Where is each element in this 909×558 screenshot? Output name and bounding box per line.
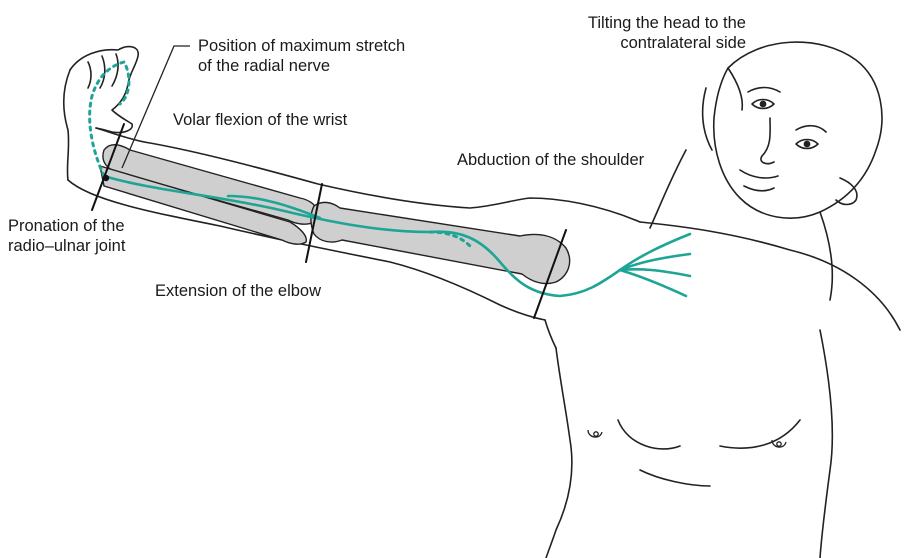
label-max-stretch: Position of maximum stretch of the radia… [198,36,405,76]
humerus-bone [311,202,570,283]
label-volar-flexion: Volar flexion of the wrist [173,110,347,130]
pivot-dot [103,175,109,181]
label-tilt-head: Tilting the head to the contralateral si… [560,13,746,53]
nipples [588,430,786,447]
torso-outline [546,222,900,558]
forearm-bones [100,145,318,244]
label-extension-elbow: Extension of the elbow [155,281,321,301]
label-abduction-shoulder: Abduction of the shoulder [457,150,644,170]
label-pronation: Pronation of the radio–ulnar joint [8,216,125,256]
head [650,42,882,300]
